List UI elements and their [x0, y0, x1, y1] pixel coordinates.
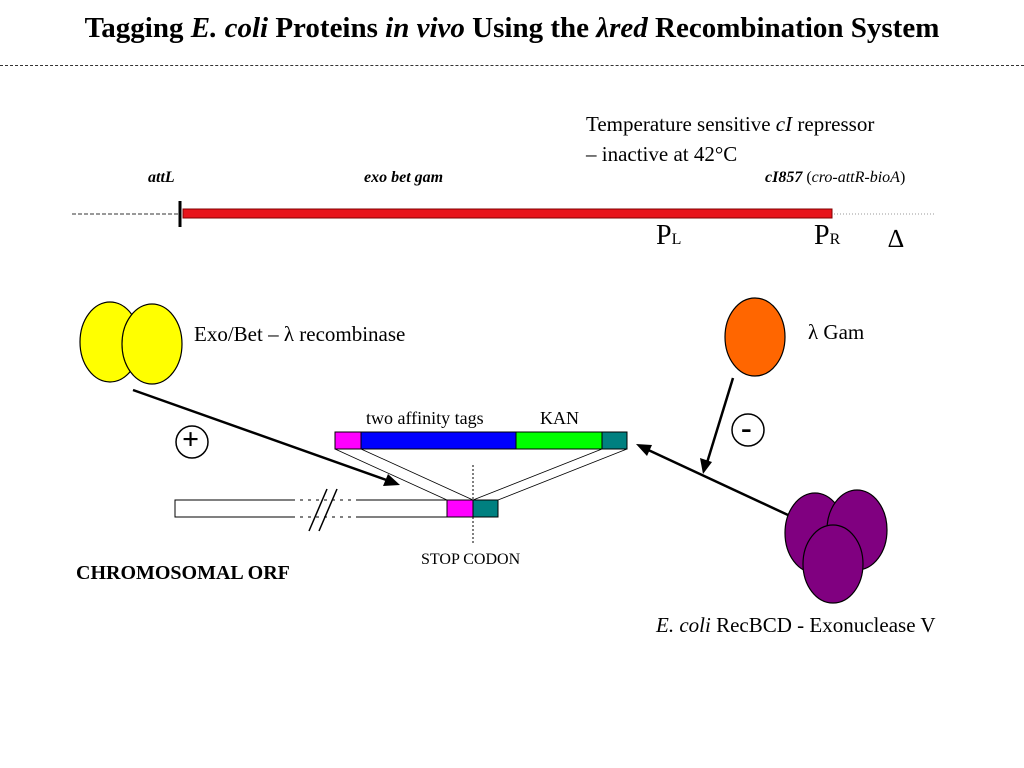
repressor-note-gene: cI	[775, 112, 793, 136]
chromosomal-orf-bar	[174, 499, 448, 518]
recbcd-name: RecBCD - Exonuclease V	[710, 613, 936, 637]
repressor-note-text: Temperature sensitive	[586, 112, 776, 136]
title-text: Proteins	[268, 12, 386, 44]
recbcd-arrow-head	[636, 444, 652, 456]
homology-line	[334, 448, 448, 501]
gam-protein-shape	[724, 297, 786, 377]
chromosome-left-homology-block	[446, 499, 474, 518]
recbcd-label: E. coli RecBCD - Exonuclease V	[656, 613, 936, 638]
pr-promoter-label: PR	[814, 220, 840, 252]
cassette-left-homology-block	[334, 431, 362, 450]
delta-symbol: ∆	[888, 224, 904, 253]
promoter-subscript: L	[671, 231, 682, 248]
affinity-tags-block	[360, 431, 517, 450]
kan-block	[515, 431, 603, 450]
homology-line	[497, 448, 628, 501]
gam-label: λ Gam	[808, 320, 865, 344]
chromosome-right-homology-block	[472, 499, 499, 518]
minus-sign: -	[741, 409, 752, 445]
affinity-tags-label: two affinity tags	[366, 408, 484, 428]
recbcd-species: E. coli	[656, 613, 711, 637]
gam-inhibition-arrow-head	[700, 458, 712, 474]
title-text-italic: λred	[596, 12, 648, 44]
ci857-downstream-genes: cro-attR-bioA	[811, 169, 900, 186]
minus-sign-circle	[731, 413, 765, 447]
ci857-gene-name: cI857	[765, 169, 803, 186]
title-text: Tagging	[84, 12, 191, 44]
repressor-note-text: repressor	[792, 112, 875, 136]
title-divider	[0, 65, 1024, 66]
stop-codon-label: STOP CODON	[421, 551, 521, 568]
promoter-subscript: R	[829, 231, 841, 248]
recbcd-arrow-line	[643, 446, 789, 517]
bet-protein-shape	[121, 303, 183, 385]
ci857-label: cI857 (cro-attR-bioA)	[765, 169, 905, 187]
cassette-right-homology-block	[601, 431, 628, 450]
break-mark-left	[308, 488, 328, 532]
page-title: Tagging E. coli Proteins in vivo Using t…	[0, 12, 1024, 45]
title-text-italic: in vivo	[385, 12, 465, 44]
title-text: Recombination System	[647, 12, 940, 44]
promoter-letter: P	[814, 220, 830, 251]
kan-label: KAN	[540, 408, 579, 428]
ci857-paren: (	[802, 169, 812, 186]
chromosomal-orf-label: CHROMOSOMAL ORF	[76, 562, 290, 584]
plus-sign: +	[182, 423, 200, 456]
break-mark-right	[318, 488, 338, 532]
pl-promoter-label: PL	[656, 220, 681, 252]
title-text-italic: E. coli	[190, 12, 269, 44]
recombinase-arrow-line	[132, 388, 393, 484]
promoter-letter: P	[656, 220, 672, 251]
recombinase-label: Exo/Bet – λ recombinase	[194, 322, 406, 346]
gam-inhibition-arrow-line	[704, 377, 735, 467]
plus-sign-circle	[175, 425, 209, 459]
exo-bet-gam-label: exo bet gam	[364, 169, 444, 186]
ci857-paren: )	[899, 169, 906, 186]
repressor-note: Temperature sensitive cI repressor – ina…	[586, 109, 874, 169]
repressor-note-line2: – inactive at 42°C	[586, 142, 738, 166]
homology-line	[360, 448, 474, 501]
lambda-red-region-bar	[182, 208, 833, 219]
title-text: Using the	[464, 12, 597, 44]
attl-label: attL	[148, 169, 175, 186]
recd-protein-shape	[802, 524, 864, 604]
homology-line	[472, 448, 603, 501]
recombinase-arrow-head	[383, 474, 400, 486]
